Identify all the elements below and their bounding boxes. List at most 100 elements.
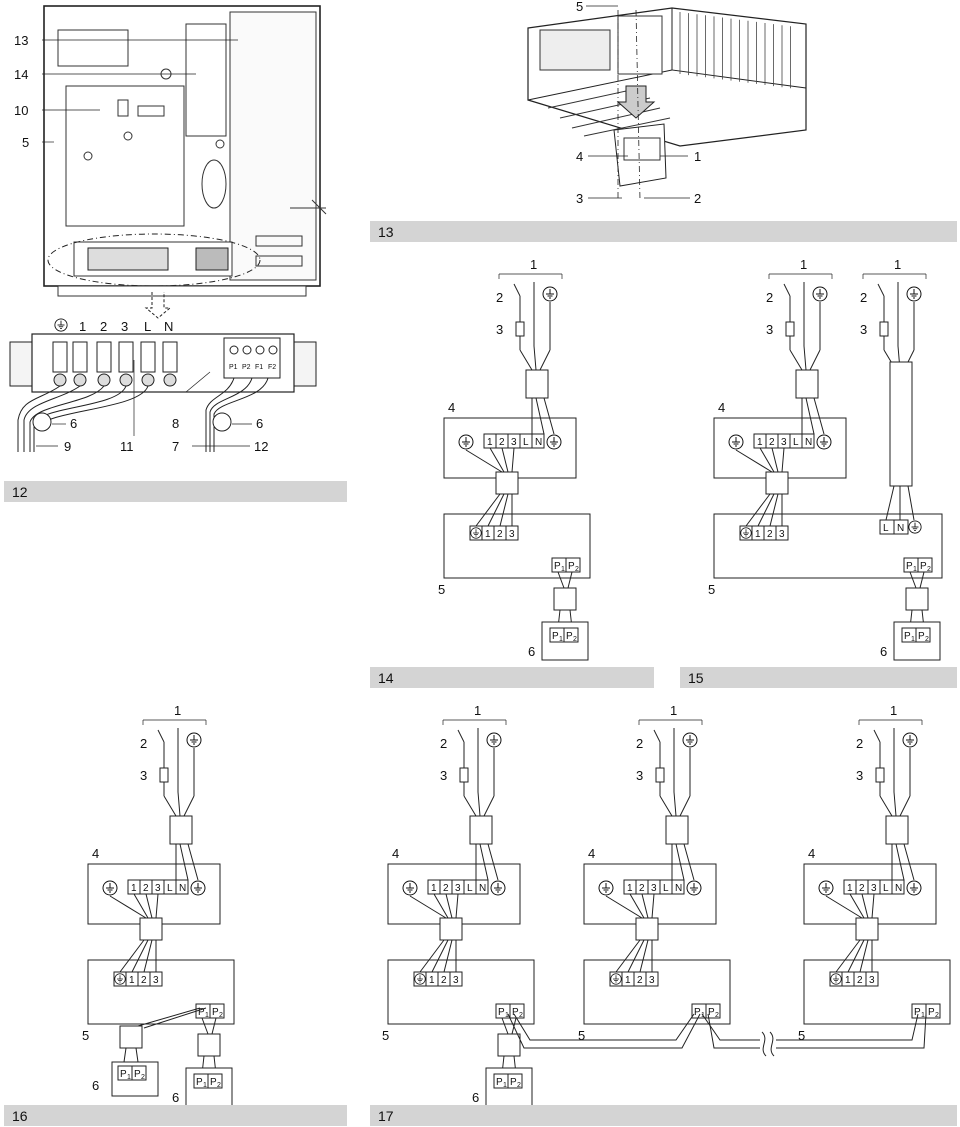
figure-bar-16 [4,1105,347,1126]
cable-sheath [795,369,819,399]
terminal-slot [52,341,68,373]
supply-label: 1 [670,703,677,718]
p-terminal-sub: 1 [503,1082,507,1089]
terminal-cell [175,879,189,895]
p-terminal-sub: 1 [921,1012,925,1019]
cable-sheath [885,815,909,845]
p-terminal-letter: P [510,1077,517,1088]
terminal-cell-label: 1 [431,883,437,894]
bus-screw [255,345,265,355]
cable-sheath [635,917,659,941]
indoor-unit-label: 4 [808,846,815,861]
figure-number-14: 14 [378,670,394,686]
terminal-label-N: N [164,319,173,334]
terminal-screw [141,373,155,387]
cable-sheath [119,1025,143,1049]
terminal-slot [162,341,178,373]
terminal-cell-label: 1 [627,883,633,894]
figure-number-16: 16 [12,1108,28,1124]
p-terminal-sub: 2 [575,566,579,573]
cable-sheath [469,815,493,845]
bus-label: P2 [242,364,251,371]
terminal-cell-label: 2 [769,437,775,448]
switch-label: 2 [496,290,503,305]
remote-label: 6 [528,644,535,659]
terminal-cell-label: 2 [857,975,863,986]
callout-13: 13 [14,33,28,48]
p-terminal-sub: 2 [217,1082,221,1089]
indoor-unit-label: 4 [718,400,725,415]
p-terminal-letter: P [708,1007,715,1018]
cable-sheath [495,471,519,495]
terminal-slot [118,341,134,373]
terminal-cell-label: 1 [847,883,853,894]
cable-sheath [197,1033,221,1057]
terminal-cell [671,879,685,895]
p-terminal-cell [917,557,933,573]
fuse [785,321,795,337]
switch-label: 2 [856,736,863,751]
terminal-cell-label: N [805,437,812,448]
callout-9: 9 [64,439,71,454]
terminal-cell-label: L [663,883,669,894]
figure-13-unit-illustration: 5 4 1 3 2 [527,0,807,206]
bus-screw [229,345,239,355]
outdoor-unit-label: 5 [578,1028,585,1043]
fuse-label: 3 [860,322,867,337]
cable-sheath [665,815,689,845]
p-terminal-cell [207,1073,223,1089]
outdoor-unit-label: 5 [708,582,715,597]
switch-label: 2 [860,290,867,305]
p-terminal-letter: P [134,1069,141,1080]
supply-label: 1 [894,257,901,272]
terminal-cell-label: 3 [649,975,655,986]
terminal-cell-label: L [167,883,173,894]
indoor-unit-label: 4 [448,400,455,415]
terminal-cell-label: 3 [453,975,459,986]
terminal-cell-label: 2 [497,529,503,540]
terminal-cell-label: N [675,883,682,894]
fuse [159,767,169,783]
p-terminal-letter: P [120,1069,127,1080]
switch-label: 2 [636,736,643,751]
p-terminal-sub: 1 [205,1012,209,1019]
earth-icon [902,732,918,748]
callout-11: 11 [120,439,134,454]
terminal-cell-label: 1 [129,975,135,986]
terminal-screw [163,373,177,387]
terminal-cell-label: 2 [143,883,149,894]
bus-label: F1 [255,364,263,371]
terminal-cell-label: 1 [757,437,763,448]
figure-bar-14 [370,667,654,688]
cable-sheath [439,917,463,941]
terminal-cell-label: L [523,437,529,448]
fuse-label: 3 [440,768,447,783]
callout-7: 7 [172,439,179,454]
fuse-label: 3 [636,768,643,783]
supply-cable-sheath [889,361,913,487]
fuse [655,767,665,783]
terminal-cell-label: 2 [639,883,645,894]
earth-icon [906,286,922,302]
terminal-label-3: 3 [121,319,128,334]
cable-sheath [525,369,549,399]
p-terminal-letter: P [552,631,559,642]
p-terminal-sub: 2 [927,566,931,573]
remote-label: 6 [172,1090,179,1105]
terminal-cell-label: 3 [869,975,875,986]
terminal-screw [73,373,87,387]
terminal-cell-label: 2 [859,883,865,894]
transmission-terminal-block [223,337,281,379]
callout-6-right: 6 [256,416,263,431]
callout-3: 3 [576,191,583,206]
p-terminal-sub: 2 [141,1074,145,1081]
callout-5: 5 [22,135,29,150]
p-terminal-sub: 1 [561,566,565,573]
cable-sheath [497,1033,521,1057]
